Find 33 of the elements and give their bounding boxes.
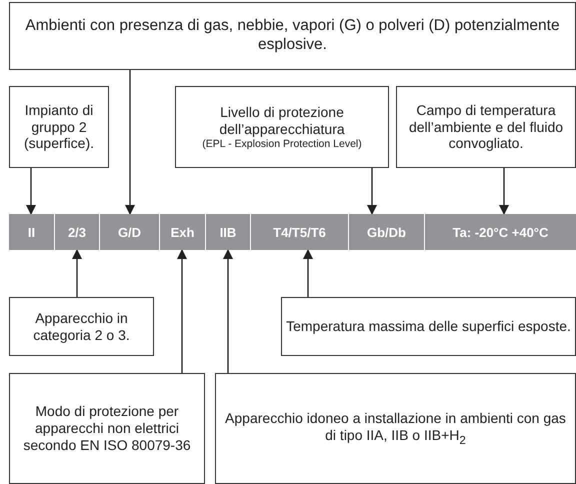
arrow	[303, 249, 313, 297]
marking-code-cell: Gb/Db	[349, 214, 424, 250]
note-text: (EPL - Explosion Protection Level)	[202, 138, 362, 150]
description-box	[9, 297, 154, 356]
description-text: Campo di temperatura dell’ambiente e del fluido convogliato.	[408, 102, 564, 152]
marking-code-cell: Ta: -20°C +40°C	[425, 214, 576, 250]
description-text: Livello di protezione dell’apparecchiatura	[218, 104, 346, 138]
description-text: Temperatura massima delle superfici esposte.	[286, 318, 571, 335]
marking-code-cell: IIB	[206, 214, 250, 250]
arrow	[125, 70, 135, 215]
description-text: Apparecchio in categoria 2 o 3.	[32, 310, 131, 344]
description-box	[175, 86, 389, 168]
marking-code-cell: T4/T5/T6	[251, 214, 348, 250]
description-text: Apparecchio idoneo a installazione in ambienti con gas di tipo IIA, IIB o IIB+H$_{2}$	[224, 410, 567, 448]
description-box	[396, 86, 576, 168]
description-text: Ambienti con presenza di gas, nebbie, vapori (G) o polveri (D) potenzialmente esplosive.	[24, 17, 561, 55]
description-box	[281, 297, 576, 356]
arrow	[499, 168, 509, 215]
marking-code-cell: Exh	[160, 214, 205, 250]
arrow	[177, 249, 187, 373]
description-box	[215, 373, 576, 484]
marking-code-cell: G/D	[100, 214, 159, 250]
marking-code-cell: 2/3	[55, 214, 99, 250]
description-text: Modo di protezione per apparecchi non elettrici secondo EN ISO 80079-36	[22, 403, 192, 454]
description-text: Impianto di gruppo 2 (superfice).	[22, 102, 96, 152]
description-box	[9, 373, 205, 484]
arrow	[26, 168, 36, 215]
description-box	[9, 86, 109, 168]
description-box	[9, 2, 576, 70]
arrow	[223, 249, 233, 373]
marking-code-cell: II	[9, 214, 54, 250]
arrow	[367, 168, 377, 215]
arrow	[72, 249, 82, 297]
